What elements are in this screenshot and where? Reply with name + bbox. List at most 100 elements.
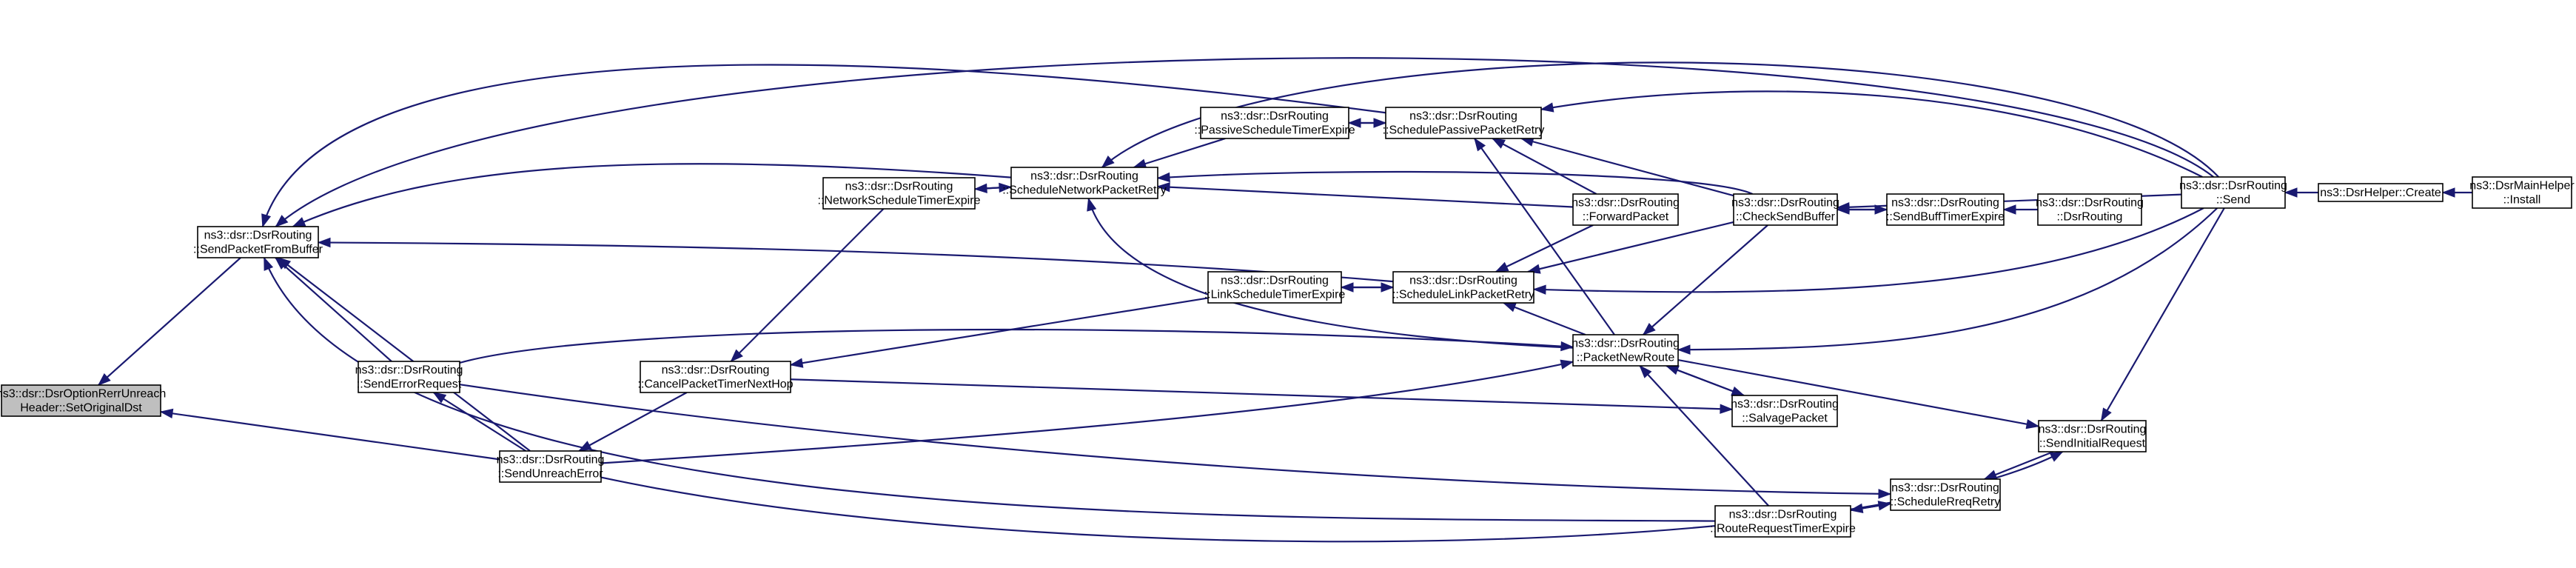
node-label-line: ::ScheduleLinkPacketRetry	[1392, 289, 1534, 301]
arrowhead	[1540, 102, 1554, 113]
arrowhead	[292, 217, 306, 227]
node-dsr-helper-create[interactable]: ns3::DsrHelper::Create	[2318, 183, 2443, 202]
node-packet-new-route[interactable]: ns3::dsr::DsrRouting::PacketNewRoute	[1572, 334, 1680, 367]
edge-check-send-buffer-to-packet-new-route	[1643, 224, 1768, 335]
edge-send-to-schedule-passive-packet-retry	[1540, 90, 2203, 178]
node-label-line: ::ScheduleNetworkPacketRetry	[1002, 184, 1166, 197]
node-schedule-link-packet-retry[interactable]: ns3::dsr::DsrRouting::ScheduleLinkPacket…	[1392, 271, 1534, 304]
node-forward-packet[interactable]: ns3::dsr::DsrRouting::ForwardPacket	[1572, 193, 1680, 226]
arrowhead	[277, 257, 292, 270]
node-label-line: ns3::dsr::DsrRouting	[662, 364, 770, 377]
node-route-request-timer-expire[interactable]: ns3::dsr::DsrRouting::RouteRequestTimerE…	[1710, 505, 1856, 538]
arrowhead	[1373, 118, 1387, 128]
node-label-line: ::SendUnreachError	[497, 468, 603, 481]
arrowhead	[2049, 451, 2064, 462]
node-box	[1385, 107, 1542, 139]
node-label-line: ns3::DsrHelper::Create	[2320, 187, 2441, 199]
node-label-line: ns3::dsr::DsrRouting	[2039, 424, 2147, 436]
edge-route-request-timer-expire-to-packet-new-route	[1639, 365, 1769, 507]
node-passive-schedule-timer-expire[interactable]: ns3::dsr::DsrRouting::PassiveScheduleTim…	[1194, 107, 1355, 139]
node-send-packet-from-buffer[interactable]: ns3::dsr::DsrRouting::SendPacketFromBuff…	[193, 226, 323, 258]
arrowhead	[2100, 407, 2112, 422]
node-network-schedule-timer-expire[interactable]: ns3::dsr::DsrRouting::NetworkScheduleTim…	[818, 177, 981, 210]
node-label-line: ns3::dsr::DsrRouting	[355, 364, 463, 377]
node-label-line: ::Install	[2503, 194, 2541, 207]
node-box	[2472, 176, 2572, 209]
edge-send-to-send-initial-request	[2100, 207, 2225, 421]
node-box	[1200, 107, 1349, 139]
node-schedule-passive-packet-retry[interactable]: ns3::dsr::DsrRouting::SchedulePassivePac…	[1383, 107, 1545, 139]
node-label-line: ::SendBuffTimerExpire	[1886, 211, 2005, 224]
edge-send-error-request-to-schedule-rreq-retry	[459, 384, 1891, 495]
node-send-buff-timer-expire[interactable]: ns3::dsr::DsrRouting::SendBuffTimerExpir…	[1886, 193, 2005, 226]
arrowhead	[1495, 261, 1509, 273]
arrowhead	[275, 215, 289, 227]
arrowhead	[1156, 181, 1170, 193]
arrowhead	[1560, 341, 1574, 352]
arrowhead	[1492, 138, 1506, 149]
edge-send-unreach-error-to-packet-new-route	[600, 361, 1574, 464]
node-dsr-main-helper-install[interactable]: ns3::DsrMainHelper::Install	[2469, 176, 2575, 209]
node-box	[358, 361, 460, 393]
node-box	[1731, 395, 1838, 427]
edge-send-unreach-error-to-send-error-request	[433, 392, 526, 452]
node-send-initial-request[interactable]: ns3::dsr::DsrRouting::SendInitialRequest	[2038, 420, 2147, 452]
node-label-line: ::SendPacketFromBuffer	[193, 244, 323, 256]
edge-packet-new-route-to-salvage-packet	[1666, 364, 1745, 397]
edge-send-initial-request-to-schedule-rreq-retry	[1984, 450, 2054, 481]
node-label-line: ns3::dsr::DsrRouting	[845, 181, 953, 193]
node-schedule-rreq-retry[interactable]: ns3::dsr::DsrRouting::ScheduleRreqRetry	[1890, 478, 2001, 511]
node-send-unreach-error[interactable]: ns3::dsr::DsrRouting::SendUnreachError	[497, 450, 605, 483]
node-box	[2038, 420, 2147, 452]
arrowhead	[999, 182, 1013, 193]
edge-send-packet-from-buffer-to-set-original-dst	[98, 257, 241, 386]
node-label-line: ns3::dsr::DsrRouting	[1221, 275, 1329, 287]
node-box	[2318, 183, 2443, 202]
edge-packet-new-route-to-schedule-link-packet-retry	[1503, 301, 1586, 336]
arrowhead	[1642, 323, 1656, 335]
node-dsr-routing[interactable]: ns3::dsr::DsrRouting::DsrRouting	[2036, 193, 2144, 226]
edge-cancel-packet-timer-next-hop-to-salvage-packet	[790, 378, 1733, 410]
node-label-line: ::SendInitialRequest	[2039, 438, 2146, 450]
edge-schedule-passive-packet-retry-to-send-packet-from-buffer	[261, 64, 1386, 227]
node-label-line: ns3::dsr::DsrRouting	[497, 454, 605, 467]
arrowhead	[159, 408, 174, 419]
edge-send-to-schedule-link-packet-retry	[1533, 207, 2204, 293]
node-box	[1572, 193, 1679, 226]
edge-link-schedule-timer-expire-to-cancel-packet-timer-next-hop	[790, 297, 1209, 366]
node-send[interactable]: ns3::dsr::DsrRouting::Send	[2179, 176, 2287, 209]
arrowhead	[577, 441, 592, 452]
node-schedule-network-packet-retry[interactable]: ns3::dsr::DsrRouting::ScheduleNetworkPac…	[1002, 167, 1167, 199]
node-box	[1010, 167, 1158, 199]
node-link-schedule-timer-expire[interactable]: ns3::dsr::DsrRouting::LinkScheduleTimerE…	[1204, 271, 1346, 304]
node-label-line: ns3::dsr::DsrRouting	[1729, 509, 1837, 521]
node-box	[1714, 505, 1851, 538]
arrowhead	[1474, 137, 1486, 152]
node-cancel-packet-timer-next-hop[interactable]: ns3::dsr::DsrRouting::CancelPacketTimerN…	[637, 361, 794, 393]
arrowhead	[317, 237, 331, 248]
node-box	[1572, 334, 1679, 367]
arrowhead	[1731, 386, 1745, 396]
node-label-line: ns3::dsr::DsrRouting	[1731, 197, 1839, 210]
node-label-line: ns3::dsr::DsrOptionRerrUnreach	[0, 388, 166, 401]
node-label-line: ::CheckSendBuffer	[1736, 211, 1836, 224]
edge-check-send-buffer-to-schedule-network-packet-retry	[1157, 170, 1754, 195]
node-salvage-packet[interactable]: ns3::dsr::DsrRouting::SalvagePacket	[1731, 395, 1839, 427]
node-label-line: ns3::dsr::DsrRouting	[1731, 398, 1839, 411]
arrowhead	[1156, 172, 1170, 183]
node-box	[1886, 193, 2005, 226]
edge-check-send-buffer-to-schedule-link-packet-retry	[1527, 221, 1734, 273]
edge-send-unreach-error-to-set-original-dst	[160, 411, 500, 461]
node-label-line: ns3::dsr::DsrRouting	[1572, 338, 1680, 350]
node-label-line: ns3::dsr::DsrRouting	[1409, 275, 1517, 287]
node-send-error-request[interactable]: ns3::dsr::DsrRouting::SendErrorRequest	[355, 361, 463, 393]
node-box	[1, 384, 161, 417]
node-check-send-buffer[interactable]: ns3::dsr::DsrRouting::CheckSendBuffer	[1731, 193, 1839, 226]
node-label-line: ::SendErrorRequest	[357, 378, 462, 391]
node-label-line: ::ForwardPacket	[1583, 211, 1669, 224]
edge-send-error-request-to-packet-new-route	[459, 328, 1574, 364]
arrowhead	[1101, 156, 1115, 168]
arrowhead	[1639, 364, 1652, 378]
node-box	[640, 361, 791, 393]
